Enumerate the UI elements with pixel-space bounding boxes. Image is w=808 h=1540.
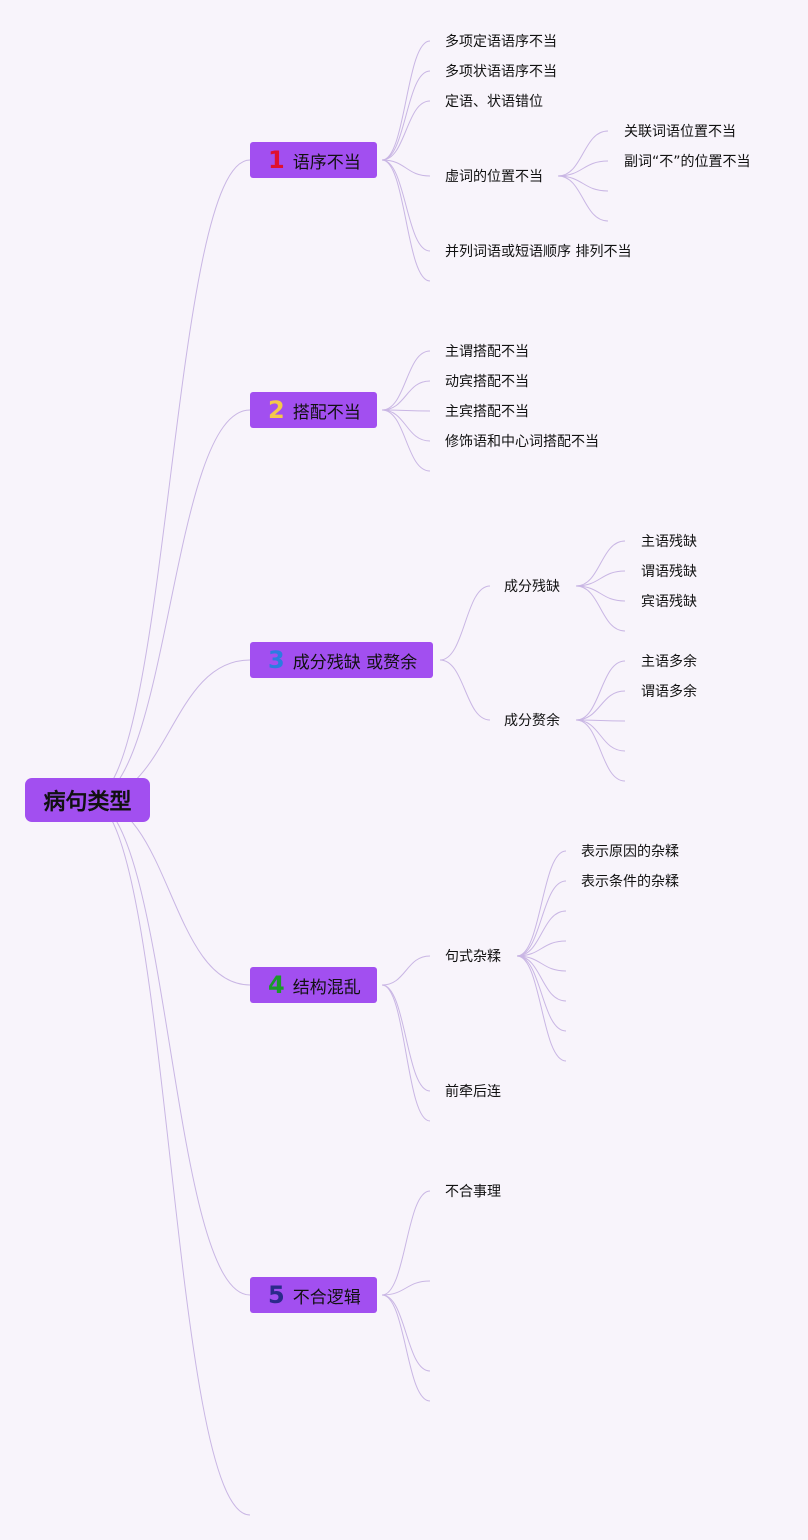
leaf-node[interactable]: 前牵后连: [445, 1084, 501, 1100]
leaf-node[interactable]: 多项定语语序不当: [445, 34, 557, 50]
connector-line: [516, 880, 567, 957]
connector-line: [381, 159, 431, 177]
connector-line: [381, 1190, 431, 1296]
root-node[interactable]: 病句类型: [25, 778, 150, 822]
connector-line: [516, 940, 567, 957]
leaf-node[interactable]: 不合事理: [445, 1184, 501, 1200]
connector-line: [381, 350, 431, 411]
connector-line: [381, 955, 431, 986]
connector-line: [575, 719, 626, 722]
connector-line: [89, 799, 251, 1516]
number-5-icon: 5: [268, 1281, 285, 1309]
connector-line: [89, 159, 251, 801]
number-3-icon: 3: [268, 646, 285, 674]
leaf-node[interactable]: 主宾搭配不当: [445, 404, 529, 420]
number-1-icon: 1: [268, 146, 285, 174]
connector-line: [575, 690, 626, 721]
connector-line: [381, 159, 431, 282]
leaf-node[interactable]: 成分残缺: [504, 579, 560, 595]
leaf-node[interactable]: 定语、状语错位: [445, 94, 543, 110]
connector-line: [381, 1294, 431, 1402]
connector-line: [381, 100, 431, 161]
leaf-node[interactable]: 副词“不”的位置不当: [624, 154, 751, 170]
leaf-node[interactable]: 成分赘余: [504, 713, 560, 729]
connector-line: [575, 585, 626, 602]
connector-line: [439, 659, 491, 721]
branch-structure[interactable]: 4 结构混乱: [250, 967, 377, 1003]
branch-label: 成分残缺 或赘余: [292, 652, 418, 673]
connector-line: [516, 955, 567, 1062]
connector-line: [516, 910, 567, 957]
leaf-node[interactable]: 谓语残缺: [641, 564, 697, 580]
number-4-icon: 4: [268, 971, 285, 999]
connector-line: [381, 409, 431, 472]
branch-logic[interactable]: 5 不合逻辑: [250, 1277, 377, 1313]
leaf-node[interactable]: 谓语多余: [641, 684, 697, 700]
root-label: 病句类型: [43, 790, 132, 815]
leaf-node[interactable]: 宾语残缺: [641, 594, 697, 610]
connector-line: [381, 70, 431, 161]
connector-line: [381, 159, 431, 252]
connector-line: [575, 540, 626, 587]
connector-line: [516, 955, 567, 1002]
leaf-node[interactable]: 表示原因的杂糅: [581, 844, 679, 860]
connector-line: [575, 660, 626, 721]
leaf-node[interactable]: 动宾搭配不当: [445, 374, 529, 390]
connector-line: [381, 380, 431, 411]
connector-line: [381, 1294, 431, 1372]
connector-line: [381, 409, 431, 442]
connector-line: [557, 175, 609, 222]
branch-label: 结构混乱: [292, 977, 361, 998]
connector-line: [557, 175, 609, 192]
connector-line: [557, 160, 609, 177]
leaf-node[interactable]: 多项状语语序不当: [445, 64, 557, 80]
branch-word-order[interactable]: 1 语序不当: [250, 142, 377, 178]
branch-components[interactable]: 3 成分残缺 或赘余: [250, 642, 434, 678]
leaf-node[interactable]: 关联词语位置不当: [624, 124, 736, 140]
branch-collocation[interactable]: 2 搭配不当: [250, 392, 377, 428]
number-2-icon: 2: [268, 396, 285, 424]
leaf-node[interactable]: 主语残缺: [641, 534, 697, 550]
leaf-node[interactable]: 并列词语或短语顺序 排列不当: [445, 244, 632, 260]
leaf-node[interactable]: 虚词的位置不当: [445, 169, 543, 185]
leaf-node[interactable]: 主谓搭配不当: [445, 344, 529, 360]
connector-line: [381, 1280, 431, 1296]
connector-line: [381, 40, 431, 161]
leaf-node[interactable]: 修饰语和中心词搭配不当: [445, 434, 599, 450]
connector-line: [575, 570, 626, 587]
connector-line: [575, 719, 626, 752]
branch-label: 不合逻辑: [292, 1287, 361, 1308]
connector-line: [516, 850, 567, 957]
branch-label: 搭配不当: [292, 402, 361, 423]
connector-line: [575, 719, 626, 782]
connector-line: [557, 130, 609, 177]
leaf-node[interactable]: 表示条件的杂糅: [581, 874, 679, 890]
connector-line: [381, 984, 431, 1092]
connector-line: [381, 984, 431, 1122]
leaf-node[interactable]: 句式杂糅: [445, 949, 501, 965]
connector-line: [439, 585, 491, 661]
connector-line: [89, 409, 251, 801]
connector-line: [381, 409, 431, 412]
connector-line: [89, 799, 251, 986]
leaf-node[interactable]: 主语多余: [641, 654, 697, 670]
connector-line: [575, 585, 626, 632]
connector-line: [89, 799, 251, 1296]
branch-label: 语序不当: [292, 152, 361, 173]
connector-line: [516, 955, 567, 1032]
